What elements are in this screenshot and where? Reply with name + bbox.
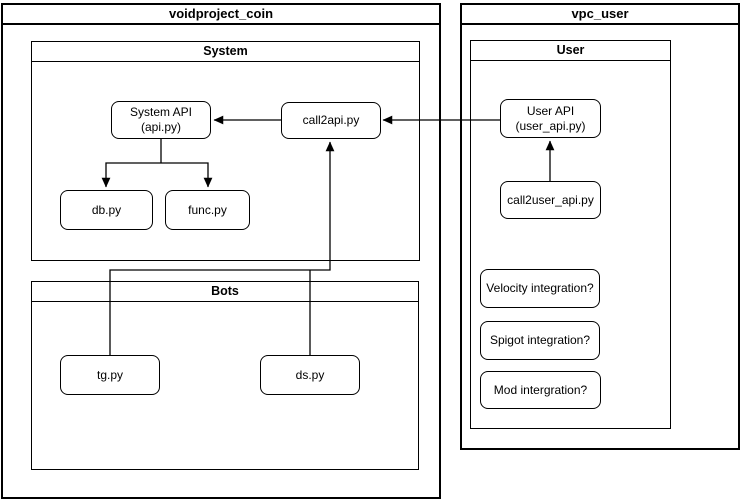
node-mod-intergration: Mod intergration?: [480, 371, 601, 409]
node-func-label: func.py: [188, 202, 227, 217]
node-ds: ds.py: [260, 355, 360, 395]
container-voidproject-coin: voidproject_coin: [1, 3, 441, 499]
node-db-label: db.py: [91, 202, 122, 217]
node-func: func.py: [165, 190, 250, 230]
node-tg: tg.py: [60, 355, 160, 395]
node-call2user-api-label: call2user_api.py: [507, 192, 594, 207]
node-user-api-line1: User API: [526, 103, 575, 118]
container-voidproject-coin-title: voidproject_coin: [3, 5, 439, 25]
node-call2user-api: call2user_api.py: [500, 181, 601, 219]
node-mod-intergration-label: Mod intergration?: [493, 382, 588, 397]
node-user-api-line2: (user_api.py): [515, 118, 586, 133]
node-system-api-line2: (api.py): [140, 120, 181, 134]
container-vpc-user: vpc_user: [460, 3, 740, 450]
node-spigot-integration-label: Spigot integration?: [489, 333, 591, 347]
container-bots-title: Bots: [32, 282, 418, 302]
node-call2api-label: call2api.py: [302, 113, 360, 127]
node-velocity-integration-label: Velocity integration?: [486, 281, 594, 295]
node-tg-label: tg.py: [96, 367, 123, 382]
node-system-api-line1: System API: [129, 105, 193, 119]
node-call2api: call2api.py: [281, 102, 381, 139]
node-spigot-integration: Spigot integration?: [480, 321, 600, 360]
container-user: User: [470, 40, 671, 429]
node-system-api: System API (api.py): [111, 101, 211, 139]
node-db: db.py: [60, 190, 153, 230]
container-user-title: User: [471, 41, 670, 61]
container-vpc-user-title: vpc_user: [462, 5, 738, 25]
node-velocity-integration: Velocity integration?: [480, 269, 600, 308]
node-user-api: User API (user_api.py): [500, 99, 601, 138]
node-ds-label: ds.py: [295, 367, 325, 382]
container-system-title: System: [32, 42, 419, 62]
